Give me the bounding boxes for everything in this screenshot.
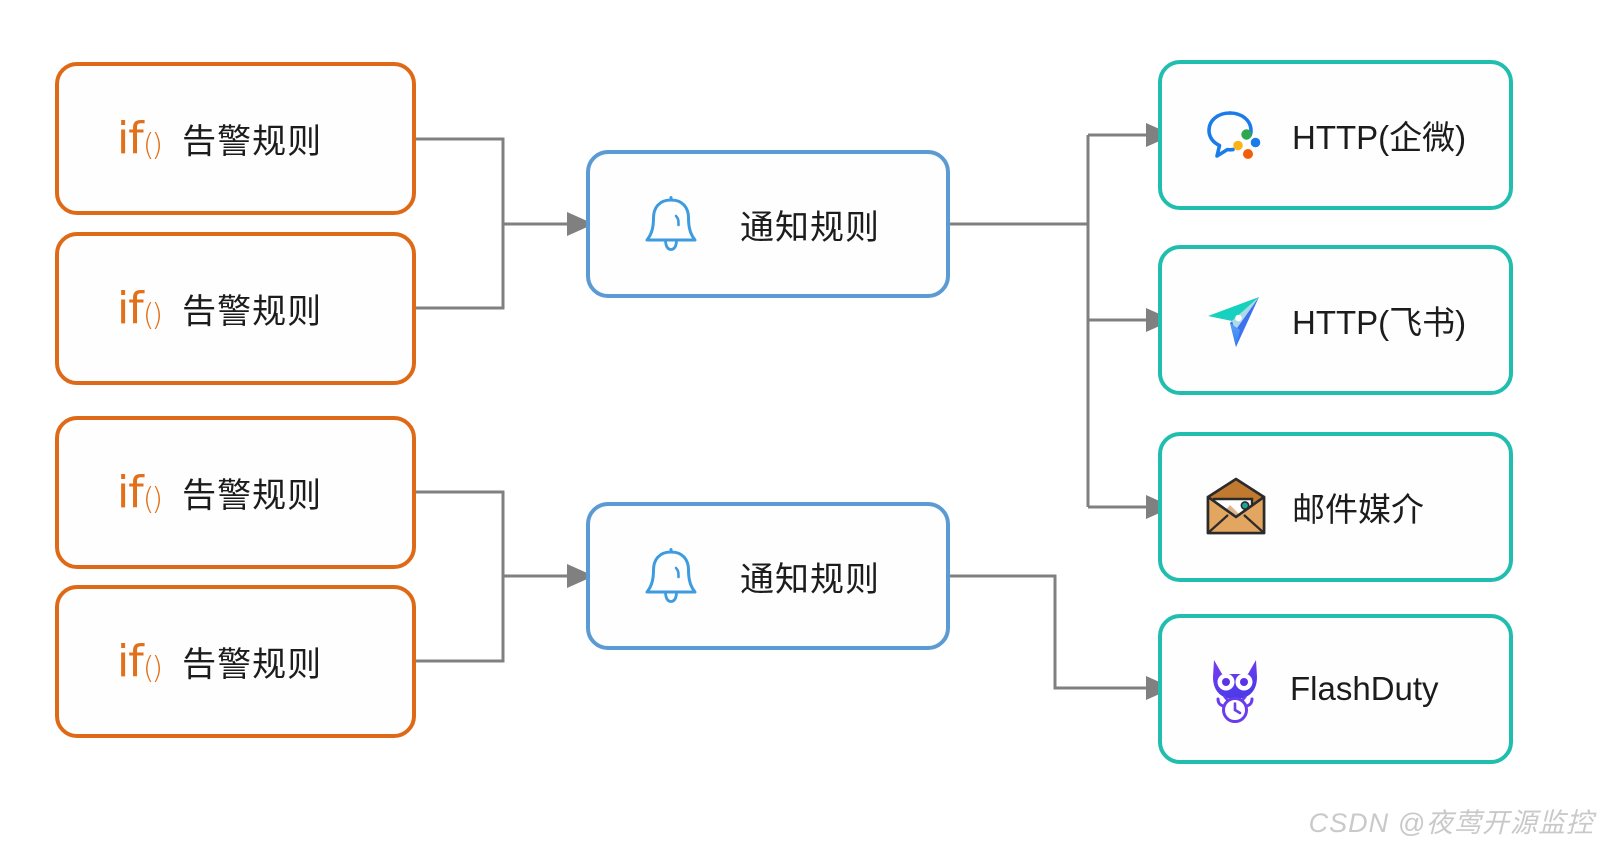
target-node-wecom[interactable]: HTTP(企微) [1158, 60, 1513, 210]
target-node-email[interactable]: 邮件媒介 [1158, 432, 1513, 582]
edge-notify1-trunk [950, 135, 1090, 507]
alert-rule-node-2[interactable]: if() 告警规则 [55, 232, 416, 385]
feishu-icon [1204, 288, 1268, 352]
edge-alert4-to-notify2 [416, 576, 505, 663]
alert-rule-node-3[interactable]: if() 告警规则 [55, 416, 416, 569]
edge-alert3-to-notify2 [416, 490, 505, 576]
alert-rule-node-4[interactable]: if() 告警规则 [55, 585, 416, 738]
edge-notify2-to-flashduty [950, 574, 1173, 700]
ifo-logo-icon: if() [117, 635, 163, 687]
target-label: HTTP(企微) [1292, 119, 1467, 156]
target-label: HTTP(飞书) [1292, 304, 1467, 341]
target-label: FlashDuty [1290, 670, 1439, 707]
notify-rule-label: 通知规则 [740, 560, 880, 599]
email-icon [1204, 477, 1268, 537]
alert-rule-label: 告警规则 [182, 293, 323, 331]
target-node-feishu[interactable]: HTTP(飞书) [1158, 245, 1513, 395]
edge-alert1-to-notify1 [416, 137, 505, 224]
ifo-logo-icon: if() [117, 282, 163, 334]
bell-icon [642, 545, 700, 607]
notify-rule-label: 通知规则 [740, 208, 880, 247]
notify-rule-node-1[interactable]: 通知规则 [586, 150, 950, 298]
target-node-flashduty[interactable]: FlashDuty [1158, 614, 1513, 764]
alert-rule-label: 告警规则 [182, 646, 323, 684]
notify-rule-node-2[interactable]: 通知规则 [586, 502, 950, 650]
edge-alert2-to-notify1 [416, 224, 505, 310]
ifo-logo-icon: if() [117, 466, 163, 518]
alert-rule-node-1[interactable]: if() 告警规则 [55, 62, 416, 215]
wecom-icon [1204, 104, 1268, 166]
flashduty-icon [1204, 655, 1266, 723]
alert-rule-label: 告警规则 [182, 477, 323, 515]
ifo-logo-icon: if() [117, 112, 163, 164]
alert-rule-label: 告警规则 [182, 123, 323, 161]
bell-icon [642, 193, 700, 255]
csdn-watermark: CSDN @夜莺开源监控 [1308, 808, 1594, 838]
target-label: 邮件媒介 [1292, 491, 1424, 528]
